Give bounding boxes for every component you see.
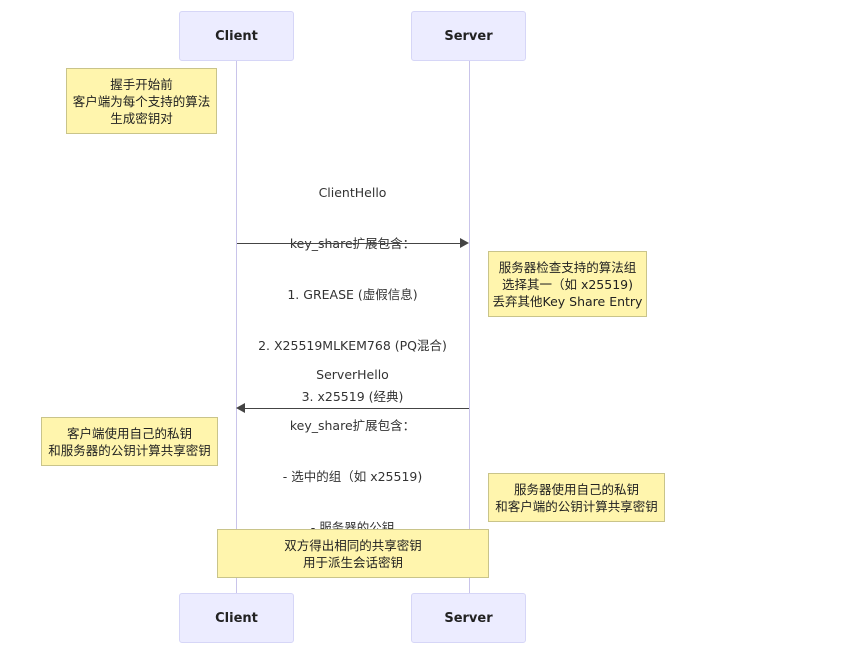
message-line: 2. X25519MLKEM768 (PQ混合) xyxy=(258,338,447,353)
participant-label: Server xyxy=(444,610,493,626)
participant-label: Client xyxy=(215,610,258,626)
client-lifeline xyxy=(236,61,237,593)
note-server-check: 服务器检查支持的算法组 选择其一（如 x25519) 丢弃其他Key Share… xyxy=(488,251,647,317)
note-line: 和客户端的公钥计算共享密钥 xyxy=(495,498,658,514)
participant-label: Server xyxy=(444,28,493,44)
message-line: ServerHello xyxy=(316,367,389,382)
note-line: 选择其一（如 x25519) xyxy=(501,276,633,292)
arrowhead-left-icon xyxy=(236,403,245,413)
note-line: 客户端使用自己的私钥 xyxy=(66,425,192,441)
note-client-compute: 客户端使用自己的私钥 和服务器的公钥计算共享密钥 xyxy=(41,417,218,466)
note-server-compute: 服务器使用自己的私钥 和客户端的公钥计算共享密钥 xyxy=(488,473,665,522)
note-line: 丢弃其他Key Share Entry xyxy=(492,293,643,309)
message-line: ClientHello xyxy=(318,185,387,200)
note-line: 生成密钥对 xyxy=(110,110,173,126)
participant-client-top: Client xyxy=(179,11,294,61)
message-line: 1. GREASE (虚假信息) xyxy=(287,287,418,302)
note-before-handshake: 握手开始前 客户端为每个支持的算法 生成密钥对 xyxy=(66,68,217,134)
note-line: 用于派生会话密钥 xyxy=(302,554,403,570)
arrow-server-hello xyxy=(245,408,469,409)
message-line: key_share扩展包含： xyxy=(289,418,416,433)
note-line: 握手开始前 xyxy=(110,76,173,92)
arrow-client-hello xyxy=(237,243,461,244)
note-line: 服务器检查支持的算法组 xyxy=(498,259,637,275)
participant-server-bottom: Server xyxy=(411,593,526,643)
message-line: 3. x25519 (经典) xyxy=(301,389,404,404)
participant-client-bottom: Client xyxy=(179,593,294,643)
participant-server-top: Server xyxy=(411,11,526,61)
server-lifeline xyxy=(469,61,470,593)
message-server-hello-label: ServerHello key_share扩展包含： - 选中的组（如 x255… xyxy=(236,332,469,553)
participant-label: Client xyxy=(215,28,258,44)
note-line: 服务器使用自己的私钥 xyxy=(513,481,639,497)
arrowhead-right-icon xyxy=(460,238,469,248)
note-line: 客户端为每个支持的算法 xyxy=(72,93,211,109)
note-line: 双方得出相同的共享密钥 xyxy=(284,537,422,553)
message-line: - 选中的组（如 x25519) xyxy=(282,469,423,484)
note-shared-secret: 双方得出相同的共享密钥 用于派生会话密钥 xyxy=(217,529,489,578)
note-line: 和服务器的公钥计算共享密钥 xyxy=(48,442,211,458)
